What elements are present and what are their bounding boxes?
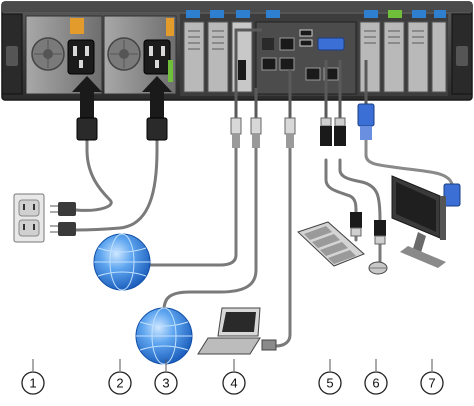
power-inlet-2 [144, 40, 170, 74]
ethernet-port [280, 58, 294, 70]
power-plug-connectors [77, 118, 167, 140]
callout-number: 1 [29, 376, 36, 391]
network-globe-icon [94, 234, 150, 290]
callout-network-1: 2 [109, 359, 131, 394]
callout-number: 5 [326, 376, 333, 391]
slot-latch [186, 10, 200, 18]
rj45-boots [232, 134, 294, 148]
callout-number: 4 [230, 376, 237, 391]
management-port [280, 38, 294, 50]
power-outlet-icon [14, 194, 44, 242]
vga-cable [366, 140, 452, 184]
ethernet-port [262, 58, 276, 70]
slot-latch [412, 10, 426, 18]
network-cable-2 [164, 148, 256, 310]
callout-network-2: 3 [155, 359, 177, 394]
laptop-icon [198, 308, 276, 354]
callout-mouse: 6 [365, 359, 387, 394]
network-globe-icon [136, 308, 192, 364]
callout-number: 2 [116, 376, 123, 391]
usb-port [300, 40, 312, 46]
callout-laptop: 4 [223, 359, 245, 394]
callout-monitor: 7 [421, 359, 443, 394]
psu-handle [166, 18, 174, 36]
slot-latch [364, 10, 378, 18]
slot-latch [388, 10, 402, 18]
power-supply-2 [104, 16, 176, 94]
slot-latch [434, 10, 446, 18]
slot-latch [210, 10, 224, 18]
monitor-icon [392, 176, 446, 268]
ethernet-port [306, 68, 320, 80]
usb-port [300, 30, 312, 36]
usb-cable-mouse [340, 160, 380, 220]
rj45-connectors [231, 118, 295, 134]
power-cord-1 [76, 140, 111, 210]
network-cable-1 [150, 148, 236, 265]
laptop-cable [276, 145, 290, 346]
mouse-icon [369, 262, 387, 274]
slot-latch [236, 10, 250, 18]
callout-keyboard: 5 [319, 359, 341, 394]
power-inlet-1 [68, 40, 94, 74]
psu-status-led [168, 60, 173, 82]
callout-markers: 1 2 3 4 5 6 7 [22, 359, 443, 394]
callout-number: 6 [372, 376, 379, 391]
psu-handle [70, 18, 84, 34]
vga-port [318, 38, 344, 50]
callout-number: 3 [162, 376, 169, 391]
wall-plugs [50, 202, 76, 236]
callout-power-outlet: 1 [22, 359, 44, 394]
slot-latch [266, 10, 280, 18]
callout-number: 7 [428, 376, 435, 391]
